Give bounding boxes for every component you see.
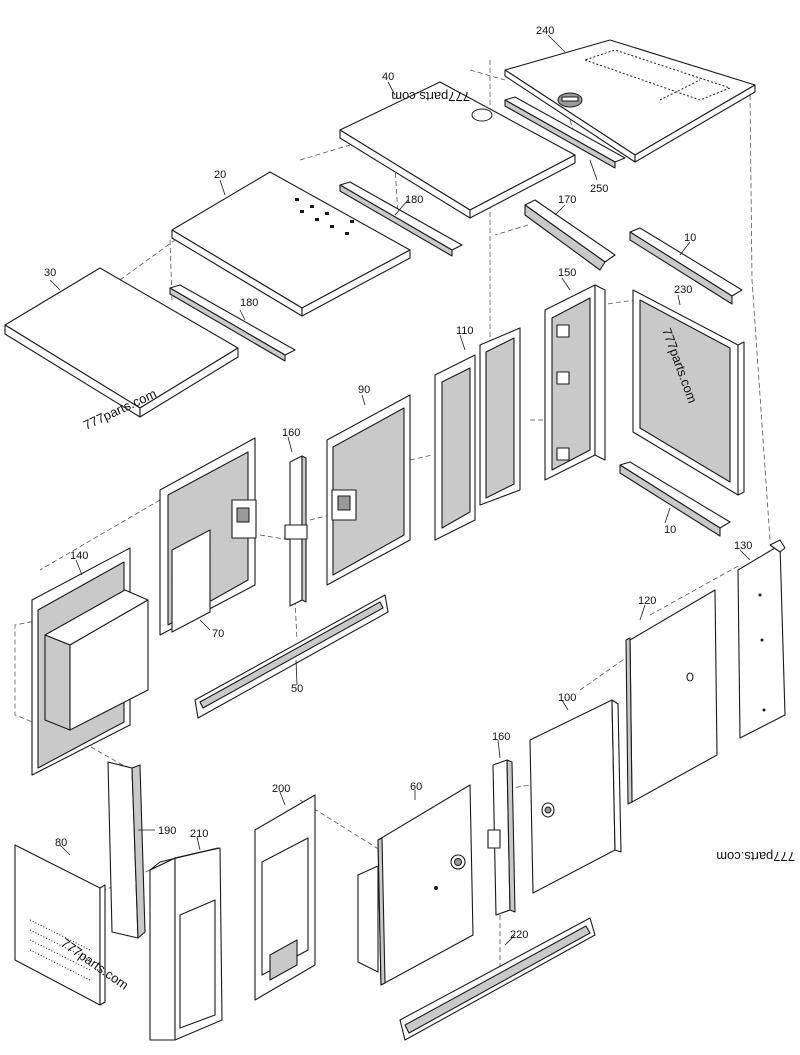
part-130-side-panel xyxy=(737,539,786,739)
part-230-side-panel xyxy=(632,289,745,496)
callout-70: 60 xyxy=(410,781,422,793)
part-60-perforated-panel xyxy=(14,844,106,1006)
callout-150: 140 xyxy=(70,550,88,562)
callout-140: 150 xyxy=(558,267,576,279)
callout-220: 220 xyxy=(510,929,528,941)
callout-180-upper: 180 xyxy=(405,194,423,206)
watermark-1: 777parts.com xyxy=(391,89,470,104)
part-210-corner-post xyxy=(149,847,223,1041)
part-200-frame xyxy=(254,794,316,1001)
part-100-door xyxy=(529,699,622,894)
callout-210: 210 xyxy=(190,828,208,840)
part-240-roof-panel xyxy=(504,39,756,163)
part-160-lower-post xyxy=(487,759,516,916)
part-30-top-panel xyxy=(4,267,239,418)
part-50-long-rail xyxy=(194,594,389,719)
watermark-4: 777parts.com xyxy=(716,849,795,864)
callout-labels: 240 40 250 20 180 170 10 30 180 150 230 … xyxy=(44,25,752,941)
callout-50: 50 xyxy=(291,683,303,695)
callout-20: 20 xyxy=(214,169,226,181)
callout-110: 110 xyxy=(456,325,474,337)
part-80-frame-panel xyxy=(159,437,257,636)
part-20-top-panel xyxy=(171,171,411,317)
callout-100: 100 xyxy=(558,692,576,704)
leader-lines xyxy=(49,34,751,946)
callout-10-lower: 10 xyxy=(664,524,676,536)
callout-120: 120 xyxy=(638,595,656,607)
part-90-side-panel xyxy=(326,394,411,586)
part-40-top-panel xyxy=(339,81,576,219)
part-190-side-strip xyxy=(107,761,146,939)
callout-30: 30 xyxy=(44,267,56,279)
callout-230: 230 xyxy=(674,284,692,296)
callout-190: 190 xyxy=(158,825,176,837)
callout-240: 240 xyxy=(536,25,554,37)
callout-250: 250 xyxy=(590,183,608,195)
callout-80: 70 xyxy=(212,628,224,640)
callout-160-lower: 160 xyxy=(492,731,510,743)
part-220-bottom-rail xyxy=(399,917,596,1041)
part-10-upper-rail xyxy=(629,227,743,305)
callout-60: 80 xyxy=(55,837,67,849)
part-170-bracket xyxy=(524,199,616,271)
part-250-roof-rail xyxy=(504,96,626,169)
callout-160-upper: 160 xyxy=(282,427,300,439)
part-140-side-panel xyxy=(544,284,606,481)
callout-130: 130 xyxy=(734,540,752,552)
callout-200: 200 xyxy=(272,783,290,795)
part-70-door-panel xyxy=(357,784,474,986)
part-120-door-panel xyxy=(625,589,718,805)
callout-180-lower: 180 xyxy=(240,297,258,309)
part-160-upper-post xyxy=(284,455,308,607)
callout-10-upper: 10 xyxy=(684,232,696,244)
callout-90: 90 xyxy=(358,384,370,396)
part-180-lower-rail xyxy=(169,284,296,362)
part-110-side-panel xyxy=(434,327,521,541)
part-150-cabinet xyxy=(31,547,149,776)
callout-40: 40 xyxy=(382,71,394,83)
callout-170: 170 xyxy=(558,194,576,206)
part-180-upper-rail xyxy=(339,181,463,257)
part-10-lower-rail xyxy=(619,461,731,537)
